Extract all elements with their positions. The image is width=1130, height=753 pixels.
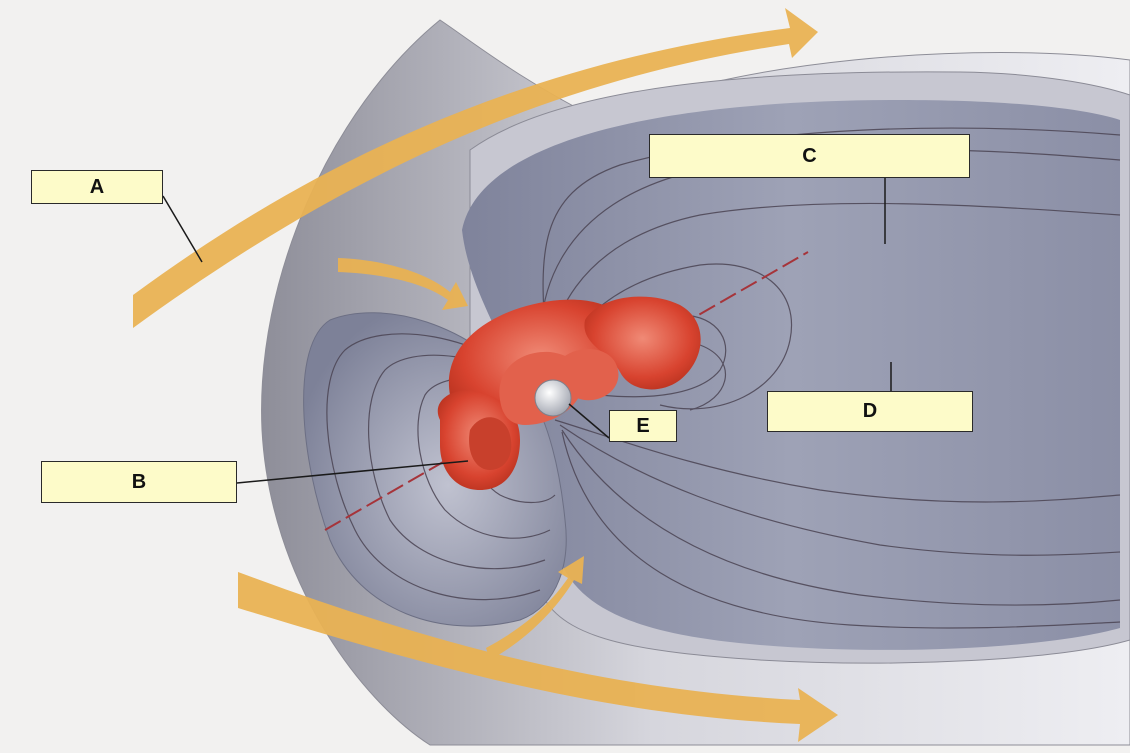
label-box-b: B [41,461,237,503]
label-e-text: E [636,415,649,438]
label-b-text: B [132,471,146,494]
label-d-text: D [863,400,877,423]
label-a-text: A [90,176,104,199]
label-box-d: D [767,391,973,432]
label-box-c: C [649,134,970,178]
earth [535,380,571,416]
label-box-e: E [609,410,677,442]
leader-line-a [163,196,202,262]
label-c-text: C [802,145,816,168]
label-box-a: A [31,170,163,204]
